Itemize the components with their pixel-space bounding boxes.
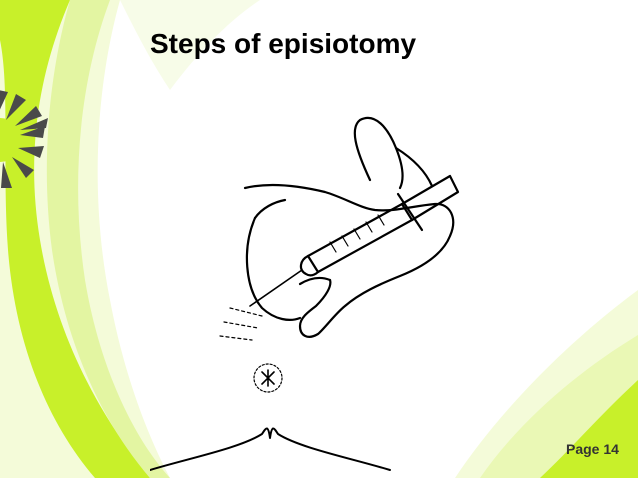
perineum-top <box>253 198 287 220</box>
slide-title: Steps of episiotomy <box>150 28 417 59</box>
perineum-arc <box>245 216 302 321</box>
left-green-sweep <box>0 0 150 478</box>
page-number: Page 14 <box>566 441 619 457</box>
syringe-injection-illustration <box>150 116 460 471</box>
right-bright-sweep <box>540 380 638 478</box>
top-pale-wash <box>120 0 260 90</box>
sunburst-icon <box>0 90 48 188</box>
syringe-hub <box>299 254 320 277</box>
syringe-graduations <box>329 214 385 253</box>
right-pale-sweep <box>455 290 638 478</box>
buttocks-outline <box>150 427 391 471</box>
anus-mark <box>253 363 283 393</box>
lower-hand-finger <box>298 276 332 286</box>
upper-hand-back <box>394 146 434 188</box>
syringe-plunger <box>400 174 460 222</box>
left-light-band <box>46 0 170 478</box>
syringe-needle <box>249 269 303 307</box>
lower-hand <box>243 183 455 338</box>
tissue-hatching <box>219 307 263 341</box>
upper-thumb <box>353 116 404 190</box>
syringe-flange <box>396 192 424 232</box>
